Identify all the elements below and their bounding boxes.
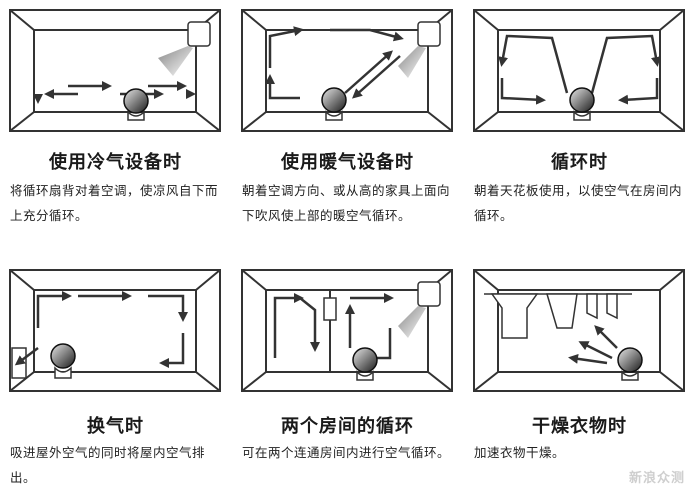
room-outline [474,10,684,131]
ventilation-room-diagram [8,268,223,393]
airflow-arrows [38,86,192,100]
panel-description: 朝着空调方向、或从高的家具上面向下吹风使上部的暖空气循环。 [242,178,455,228]
heating-room-diagram [240,8,455,133]
air-circulator-fan [51,344,75,378]
panel-heating: 使用暖气设备时 朝着空调方向、或从高的家具上面向下吹风使上部的暖空气循环。 [240,8,455,133]
air-circulator-fan [570,88,594,120]
panel-title: 两个房间的循环 [240,412,455,438]
air-circulator-fan [353,348,377,380]
air-circulator-fan [618,348,642,380]
panel-cooling: 使用冷气设备时 将循环扇背对着空调，使凉风自下而上充分循环。 [8,8,223,133]
panel-description: 朝着天花板使用，以使空气在房间内循环。 [474,178,687,228]
two-rooms-diagram [240,268,455,393]
panel-title: 换气时 [8,412,223,438]
panel-description: 加速衣物干燥。 [474,440,687,465]
room-outline [10,270,220,391]
panel-title: 干燥衣物时 [472,412,687,438]
panel-drying: 干燥衣物时 加速衣物干燥。 [472,268,687,393]
air-circulator-fan [124,89,148,120]
panel-ventilation: 换气时 吸进屋外空气的同时将屋内空气排出。 [8,268,223,393]
airflow-arrows [572,328,617,363]
drying-room-diagram [472,268,687,393]
panel-two-rooms: 两个房间的循环 可在两个连通房间内进行空气循环。 [240,268,455,393]
watermark: 新浪众测 [629,467,685,486]
panel-title: 使用暖气设备时 [240,148,455,174]
airflow-arrows [18,296,183,363]
cooling-room-diagram [8,8,223,133]
panel-title: 循环时 [472,148,687,174]
air-circulator-fan [322,88,346,120]
circulation-room-diagram [472,8,687,133]
panel-circulation: 循环时 朝着天花板使用，以使空气在房间内循环。 [472,8,687,133]
panel-description: 可在两个连通房间内进行空气循环。 [242,440,455,465]
panel-title: 使用冷气设备时 [8,148,223,174]
panel-description: 吸进屋外空气的同时将屋内空气排出。 [10,440,223,490]
panel-description: 将循环扇背对着空调，使凉风自下而上充分循环。 [10,178,223,228]
laundry-rack [484,294,632,338]
door-opening [324,298,336,320]
